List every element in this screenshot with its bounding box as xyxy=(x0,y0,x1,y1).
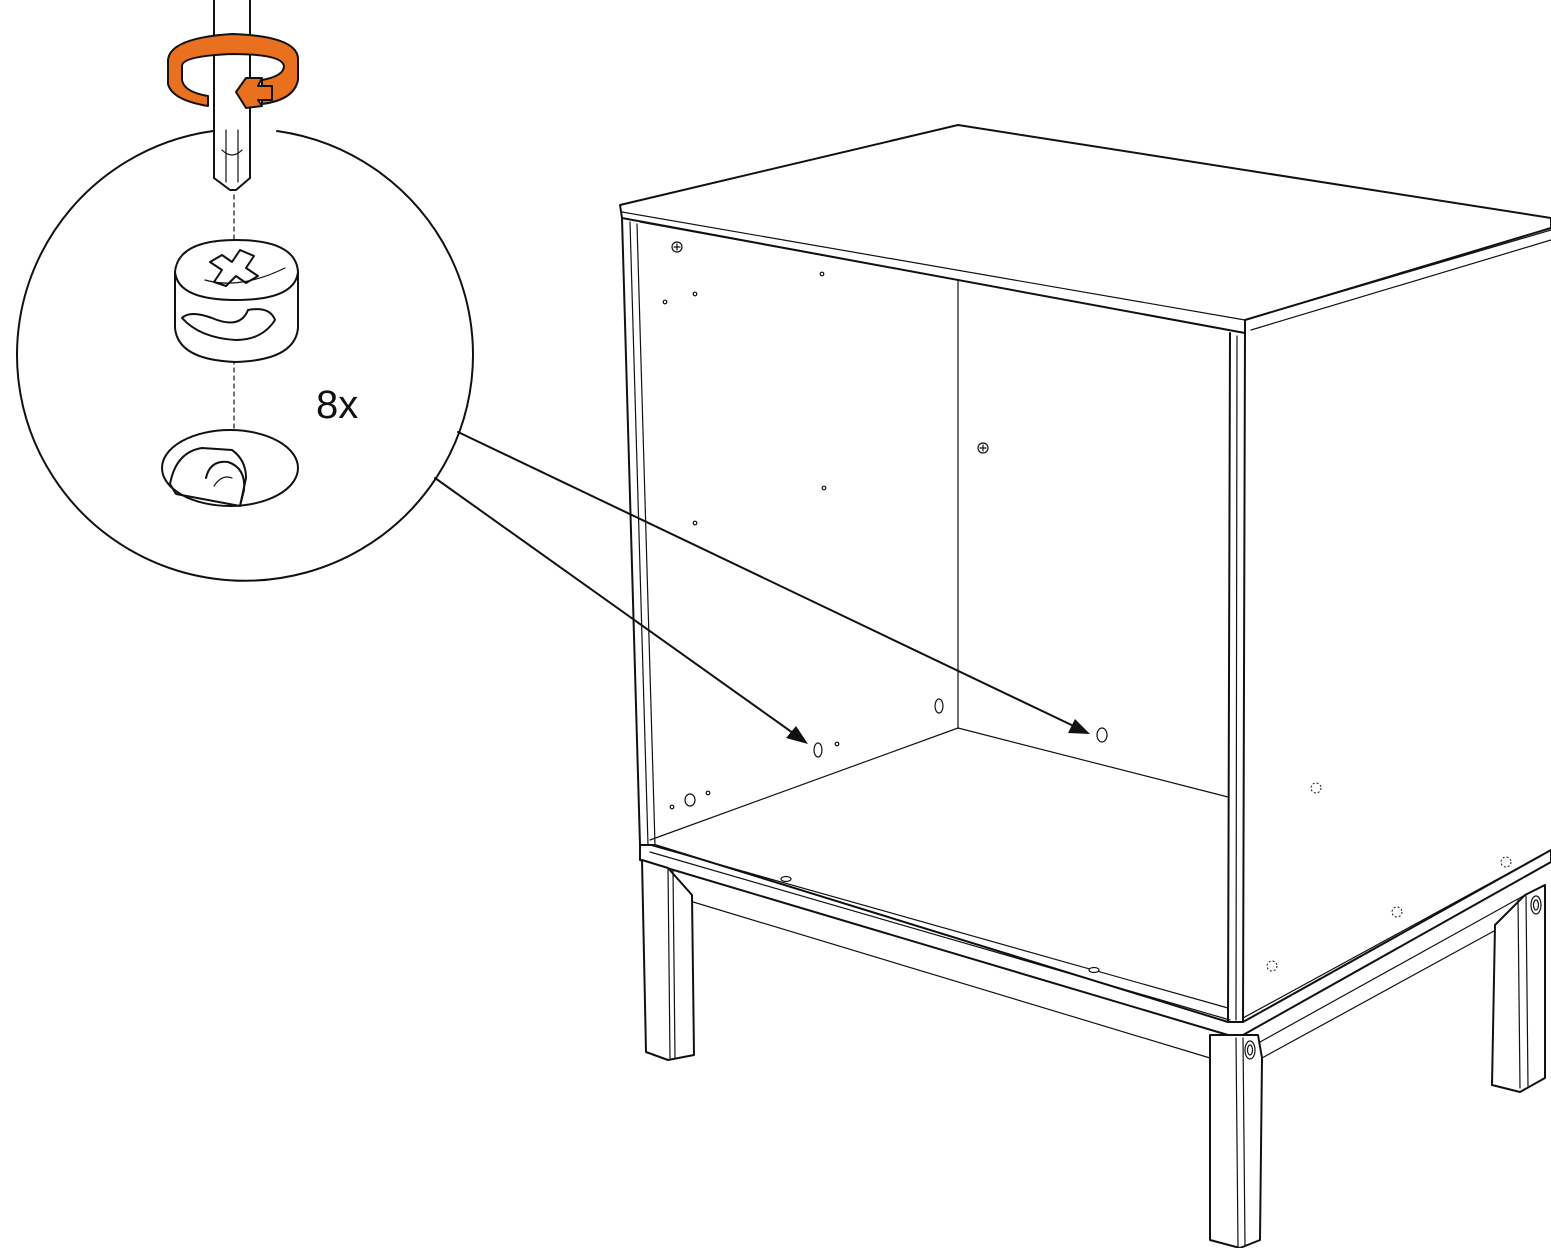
cabinet xyxy=(619,124,1551,1248)
cabinet-top-panel xyxy=(619,124,1551,334)
cabinet-left-panel xyxy=(621,217,656,846)
cabinet-leg-back-right xyxy=(1491,884,1546,1093)
callout-arrows xyxy=(434,431,1090,744)
fitting-in-hole-icon xyxy=(161,429,299,507)
cabinet-bottom-frame xyxy=(639,844,1551,1059)
left-panel-holes xyxy=(662,241,711,810)
cabinet-leg-front-right xyxy=(1209,1034,1263,1248)
arrowhead-right xyxy=(1068,719,1090,734)
cabinet-back-panel xyxy=(639,221,1229,841)
cam-lock-fitting-icon xyxy=(174,239,299,363)
cabinet-leg-front-left xyxy=(641,859,695,1061)
detail-circle xyxy=(16,130,474,582)
screwdriver-icon xyxy=(213,0,251,191)
back-panel-holes xyxy=(780,271,1108,974)
arrowhead-left xyxy=(786,726,808,744)
detail-callout: 8x xyxy=(16,0,474,582)
right-side-hidden-holes xyxy=(1266,782,1512,972)
clockwise-rotation-icon xyxy=(167,33,299,109)
quantity-label: 8x xyxy=(316,383,358,427)
